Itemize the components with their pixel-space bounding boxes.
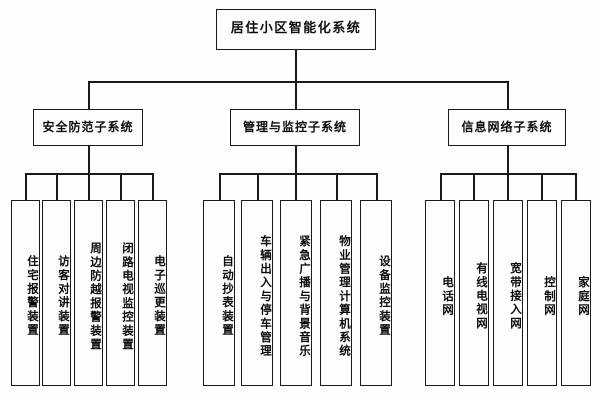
leaf-label: 闭路电视监控装置 [121,241,135,352]
leaf-label: 物业管理计算机系统 [338,234,352,359]
leaf-node-cctv-monitoring[interactable]: 闭路电视监控装置 [106,200,135,386]
subsystem-label-network: 信息网络子系统 [461,119,553,134]
connector-network-stub-3 [507,173,509,200]
leaf-label: 设备监控装置 [378,255,392,338]
subsystem-node-management[interactable]: 管理与监控子系统 [230,109,360,146]
leaf-label: 宽带接入网 [509,262,523,331]
connector-management-stem [295,146,297,173]
connector-security-stub-4 [120,173,122,200]
connector-security-stub-1 [25,173,27,200]
leaf-node-broadband-access-network[interactable]: 宽带接入网 [493,200,523,386]
leaf-node-vehicle-parking-management[interactable]: 车辆出入与停车管理 [241,200,273,386]
leaf-label: 住宅报警装置 [26,255,40,338]
connector-drop-security [88,81,90,109]
leaf-label: 访客对讲装置 [57,255,71,338]
leaf-node-property-management-computer-system[interactable]: 物业管理计算机系统 [320,200,352,386]
leaf-node-equipment-monitoring[interactable]: 设备监控装置 [360,200,392,386]
connector-network-stub-5 [575,173,577,200]
root-node-label: 居住小区智能化系统 [230,21,362,37]
connector-security-stub-5 [152,173,154,200]
subsystem-label-security: 安全防范子系统 [42,119,134,134]
leaf-node-cable-tv-network[interactable]: 有线电视网 [459,200,489,386]
connector-network-stub-4 [541,173,543,200]
connector-root-stem [295,50,297,81]
leaf-label: 车辆出入与停车管理 [259,234,273,359]
leaf-node-visitor-intercom[interactable]: 访客对讲装置 [42,200,71,386]
subsystem-label-management: 管理与监控子系统 [242,119,347,134]
connector-management-stub-1 [219,173,221,200]
leaf-node-auto-meter-reading[interactable]: 自动抄表装置 [203,200,235,386]
root-node-residential-intelligent-system[interactable]: 居住小区智能化系统 [216,9,376,50]
leaf-node-control-network[interactable]: 控制网 [527,200,557,386]
connector-drop-management [295,81,297,109]
connector-management-stub-4 [336,173,338,200]
connector-management-stub-5 [376,173,378,200]
leaf-label: 电话网 [441,275,455,318]
connector-security-stub-2 [56,173,58,200]
leaf-node-emergency-broadcast-music[interactable]: 紧急广播与背景音乐 [280,200,312,386]
connector-drop-network [507,81,509,109]
connector-network-stub-2 [473,173,475,200]
leaf-label: 有线电视网 [475,262,489,331]
leaf-label: 家庭网 [577,275,591,318]
subsystem-node-network[interactable]: 信息网络子系统 [448,109,566,146]
connector-management-bus [219,173,376,175]
connector-main-bus [88,81,508,83]
leaf-node-home-alarm[interactable]: 住宅报警装置 [11,200,40,386]
connector-management-stub-3 [295,173,297,200]
connector-management-stub-2 [257,173,259,200]
connector-security-stub-3 [88,173,90,200]
leaf-node-telephone-network[interactable]: 电话网 [425,200,455,386]
leaf-node-electronic-patrol[interactable]: 电子巡更装置 [138,200,167,386]
leaf-label: 紧急广播与背景音乐 [298,234,312,359]
leaf-label: 控制网 [543,275,557,318]
leaf-node-home-network[interactable]: 家庭网 [561,200,591,386]
connector-security-stem [88,146,90,173]
leaf-node-perimeter-alarm[interactable]: 周边防越报警装置 [74,200,103,386]
subsystem-node-security[interactable]: 安全防范子系统 [33,109,143,146]
leaf-label: 周边防越报警装置 [89,241,103,352]
connector-network-stem [507,146,509,173]
connector-network-stub-1 [440,173,442,200]
leaf-label: 电子巡更装置 [153,255,167,338]
leaf-label: 自动抄表装置 [221,255,235,338]
